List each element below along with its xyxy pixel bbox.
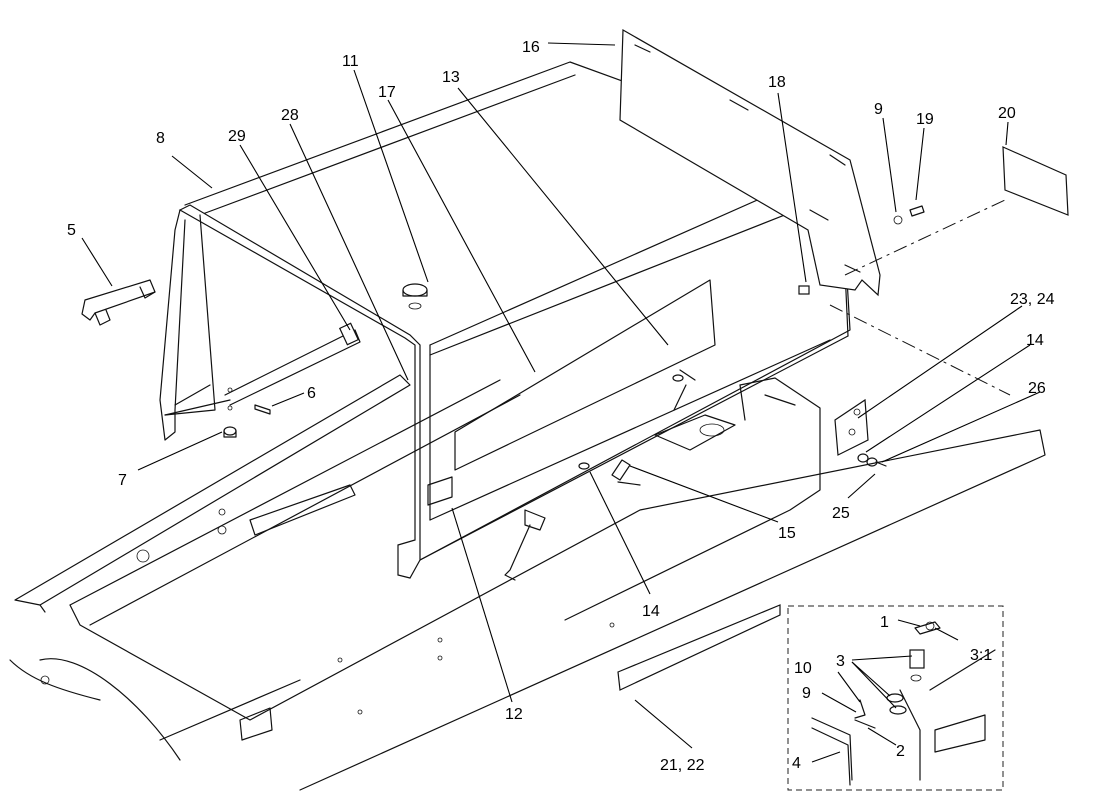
- callout-18: 18: [768, 74, 786, 91]
- callout-4: 4: [792, 755, 801, 772]
- callout-29: 29: [228, 128, 246, 145]
- callout-3-1-scale: 3:1: [970, 647, 992, 664]
- callout-2: 2: [896, 743, 905, 760]
- callout-19: 19: [916, 111, 934, 128]
- side-panel: [617, 604, 781, 691]
- frame-crossmember: [564, 377, 821, 621]
- callout-12: 12: [505, 706, 523, 723]
- callout-23-24: 23, 24: [1010, 291, 1055, 308]
- callout-13: 13: [442, 69, 460, 86]
- callout-5: 5: [67, 222, 76, 239]
- callout-15: 15: [778, 525, 796, 542]
- callout-26: 26: [1028, 380, 1046, 397]
- callout-10: 10: [794, 660, 812, 677]
- knob-and-bolt: [223, 387, 271, 438]
- callout-3: 3: [836, 653, 845, 670]
- callout-28: 28: [281, 107, 299, 124]
- callout-11: 11: [342, 53, 359, 70]
- leader-lines: [81, 42, 1041, 763]
- chassis-frame: [9, 374, 1046, 791]
- hood-recess-panels: [427, 279, 716, 506]
- callout-9-inset: 9: [802, 685, 811, 702]
- callout-17: 17: [378, 84, 396, 101]
- bolt-washer-plate: [844, 146, 1069, 276]
- latch-assembly: [578, 369, 696, 486]
- callout-7: 7: [118, 472, 127, 489]
- right-bracket: [829, 304, 1011, 467]
- callout-21-22: 21, 22: [660, 757, 705, 774]
- lower-latch-bracket: [504, 509, 546, 581]
- callout-25: 25: [832, 505, 850, 522]
- left-end-panel: [159, 204, 421, 579]
- callout-16: 16: [522, 39, 540, 56]
- rear-panel: [619, 28, 881, 297]
- callout-1: 1: [880, 614, 889, 631]
- callout-labels: 16 11 13 17 18 9 19 20 28 8 29 5 6 7 23,…: [67, 39, 1055, 774]
- callout-20: 20: [998, 105, 1016, 122]
- handle: [81, 279, 156, 326]
- callout-9: 9: [874, 101, 883, 118]
- callout-8: 8: [156, 130, 165, 147]
- callout-6: 6: [307, 385, 316, 402]
- callout-14-right: 14: [1026, 332, 1044, 349]
- fill-cap: [402, 283, 428, 310]
- callout-14-lower: 14: [642, 603, 660, 620]
- lock-detail-inset: [787, 605, 1004, 791]
- hinge-rod: [224, 322, 361, 406]
